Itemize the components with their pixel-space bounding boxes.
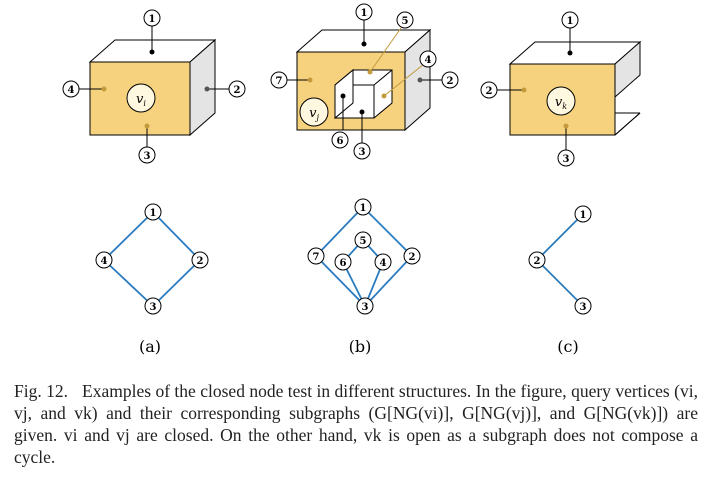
cube-a-label-3: 3: [138, 146, 156, 164]
svg-text:2: 2: [447, 76, 454, 87]
svg-text:3: 3: [563, 154, 570, 165]
svg-text:3: 3: [359, 147, 366, 158]
svg-text:vj: vj: [309, 106, 319, 122]
graph-node-label-b-4: 4: [380, 258, 387, 269]
graph-node-b-5: [354, 231, 372, 249]
graph-edge-a-1-2: [152, 211, 201, 261]
graph-edge-c-1-2: [536, 213, 584, 261]
graph-node-b-2: [403, 247, 421, 265]
graph-node-label-b-3: 3: [362, 302, 369, 313]
panel-b-graph: 1 5 7 6 4 2 3: [307, 198, 421, 315]
graph-node-label-c-3: 3: [580, 302, 587, 313]
graph-node-label-b-5: 5: [360, 236, 367, 247]
graph-node-c-3: [574, 297, 592, 315]
figure-12: vi 1 2 3 4 vj 1 5: [62, 3, 642, 356]
graph-edge-a-3-4: [103, 259, 154, 307]
caption-text: Examples of the closed node test in diff…: [14, 381, 698, 467]
svg-text:5: 5: [402, 16, 409, 27]
graph-edge-b-1-2: [362, 206, 413, 257]
graph-edge-c-2-3: [536, 259, 584, 307]
graph-node-label-b-2: 2: [409, 252, 416, 263]
svg-text:vi: vi: [136, 92, 146, 108]
svg-text:1: 1: [361, 8, 368, 19]
graph-node-a-1: [144, 203, 162, 221]
cube-c-label-1: 1: [561, 11, 579, 29]
graph-edge-a-2-3: [152, 259, 201, 307]
svg-text:3: 3: [144, 151, 151, 162]
svg-text:4: 4: [68, 85, 75, 96]
panel-c-label: (c): [557, 337, 578, 356]
caption-label: Fig. 12.: [14, 381, 69, 401]
cube-b-label-4: 4: [419, 50, 437, 68]
cube-b-label-6: 6: [331, 131, 349, 149]
graph-node-b-1: [354, 198, 372, 216]
panel-b-cube: vj 1 5 4 2 7 6 3: [270, 3, 459, 160]
query-vertex-vj: [299, 97, 329, 127]
cube-b-label-3: 3: [353, 142, 371, 160]
cube-a-label-4: 4: [62, 80, 80, 98]
cube-c-label-3: 3: [557, 149, 575, 167]
panel-b-label: (b): [349, 337, 372, 356]
graph-edge-a-4-1: [103, 211, 154, 261]
svg-text:1: 1: [567, 16, 574, 27]
svg-text:1: 1: [149, 14, 156, 25]
graph-node-label-a-3: 3: [150, 302, 157, 313]
graph-node-label-a-4: 4: [101, 256, 108, 267]
figure-caption: Fig. 12.Examples of the closed node test…: [14, 380, 698, 468]
cube-b-label-5: 5: [396, 11, 414, 29]
cube-b-label-1: 1: [355, 3, 373, 21]
query-vertex-vk: [546, 86, 576, 116]
graph-node-label-b-1: 1: [360, 203, 367, 214]
cube-b-label-7: 7: [270, 71, 288, 89]
panel-a-cube: vi 1 2 3 4: [62, 9, 246, 164]
panel-c-cube: vk 1 2 3: [480, 11, 642, 167]
svg-text:7: 7: [276, 76, 283, 87]
graph-node-b-4: [374, 253, 392, 271]
graph-node-b-3: [356, 297, 374, 315]
panel-a-graph: 1 2 3 4: [95, 203, 209, 315]
svg-text:4: 4: [425, 55, 432, 66]
graph-edge-b-1-7: [315, 206, 364, 257]
cube-a-label-2: 2: [228, 80, 246, 98]
graph-node-c-1: [574, 205, 592, 223]
cube-b-label-2: 2: [441, 71, 459, 89]
graph-node-a-2: [191, 251, 209, 269]
graph-node-b-6: [334, 253, 352, 271]
cube-a-label-1: 1: [143, 9, 161, 27]
graph-node-label-c-1: 1: [580, 210, 587, 221]
svg-text:2: 2: [234, 85, 241, 96]
graph-node-a-4: [95, 251, 113, 269]
graph-node-c-2: [528, 251, 546, 269]
svg-text:6: 6: [337, 136, 344, 147]
query-vertex-vi: [126, 83, 156, 113]
panel-c-graph: 1 2 3: [528, 205, 592, 315]
graph-node-label-a-1: 1: [150, 208, 157, 219]
graph-node-label-c-2: 2: [534, 256, 541, 267]
graph-node-label-b-7: 7: [313, 252, 320, 263]
graph-node-b-7: [307, 247, 325, 265]
cube-c-label-2: 2: [480, 81, 498, 99]
graph-node-label-a-2: 2: [197, 256, 204, 267]
graph-node-a-3: [144, 297, 162, 315]
graph-node-label-b-6: 6: [340, 258, 347, 269]
graph-edge-b-2-3: [364, 255, 413, 307]
graph-edge-b-7-3: [315, 255, 366, 307]
svg-text:2: 2: [486, 86, 493, 97]
panel-a-label: (a): [139, 337, 161, 356]
